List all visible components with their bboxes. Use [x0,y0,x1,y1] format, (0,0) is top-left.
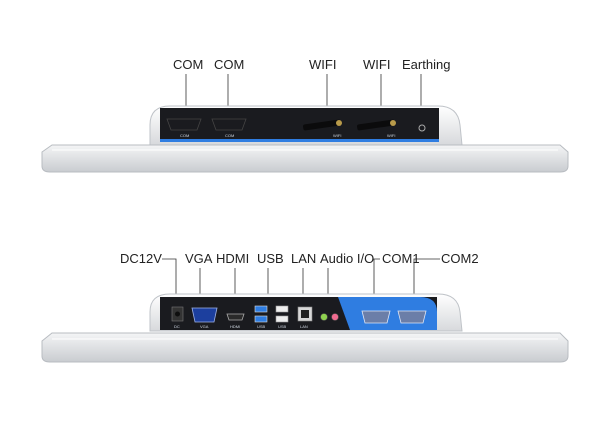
label-usb: USB [257,251,284,266]
label-wifi-1: WIFI [309,57,337,72]
port-text-vga: VGA [200,324,209,329]
port-text-lan: LAN [300,324,308,329]
top-port-text-wifi-1: WIFI [333,133,341,138]
label-audio-io: Audio I/O [320,251,375,266]
top-port-text-wifi-2: WIFI [387,133,395,138]
usb-ports [254,305,289,323]
label-com-1: COM [173,57,204,72]
top-port-text-com-2: COM [225,133,234,138]
top-com-ports [166,118,247,131]
label-hdmi: HDMI [216,251,250,266]
vga-port [191,307,218,323]
hdmi-port [226,313,245,321]
com-ports [361,310,427,324]
earthing-terminal [418,124,426,132]
audio-jacks [320,313,339,321]
label-com2: COM2 [441,251,479,266]
port-text-usb-2: USB [278,324,287,329]
label-com1: COM1 [382,251,420,266]
label-wifi-2: WIFI [363,57,391,72]
label-vga: VGA [185,251,213,266]
label-earthing: Earthing [402,57,451,72]
label-com-2: COM [214,57,245,72]
wifi-antennas [303,119,396,131]
top-view-device: COM COM WIFI WIFI [41,74,569,173]
port-text-dc: DC [174,324,180,329]
label-lan: LAN [291,251,317,266]
port-text-hdmi: HDMI [230,324,240,329]
port-text-usb-1: USB [257,324,266,329]
label-dc12v: DC12V [120,251,162,266]
top-port-text-com-1: COM [180,133,189,138]
